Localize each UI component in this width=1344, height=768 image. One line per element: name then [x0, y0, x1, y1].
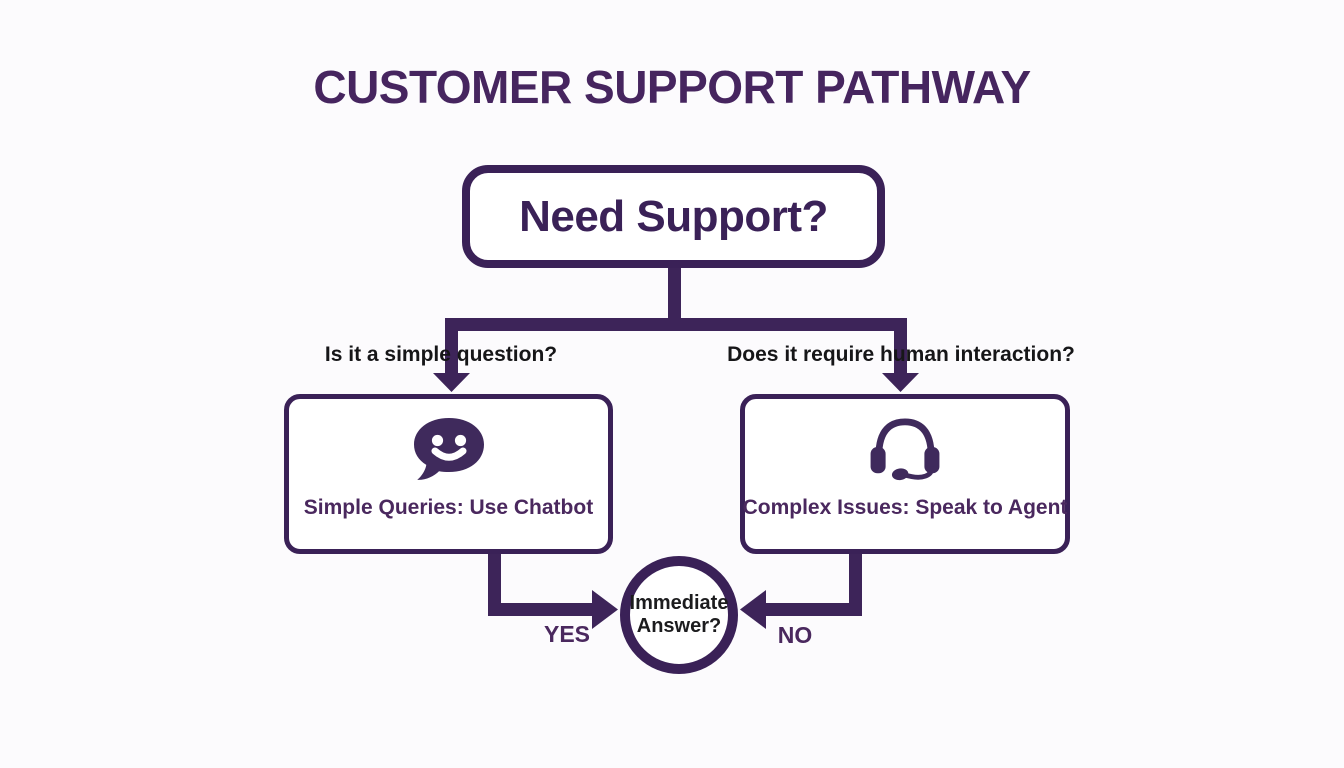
- headset-icon: [866, 415, 944, 483]
- connector-root-stem: [668, 264, 681, 324]
- arrowhead-down-left: [433, 373, 470, 392]
- chat-smiley-icon: [409, 415, 489, 483]
- node-agent: Complex Issues: Speak to Agent: [740, 394, 1070, 554]
- connector-yes-stem: [488, 552, 501, 616]
- arrowhead-right: [592, 590, 618, 629]
- node-chatbot-label: Simple Queries: Use Chatbot: [303, 496, 594, 519]
- edge-label-no: NO: [777, 622, 813, 648]
- node-need-support-label: Need Support?: [519, 191, 828, 241]
- connector-yes-run: [488, 603, 593, 616]
- connector-right-drop: [894, 318, 907, 375]
- page-title: CUSTOMER SUPPORT PATHWAY: [313, 61, 1031, 113]
- connector-t-bar: [445, 318, 907, 331]
- node-immediate-answer-line2: Answer?: [636, 615, 722, 637]
- branch-question-human: Does it require human interaction?: [727, 343, 1075, 366]
- arrowhead-down-right: [882, 373, 919, 392]
- connector-left-drop: [445, 318, 458, 375]
- connector-no-stem: [849, 552, 862, 616]
- connector-no-run: [765, 603, 862, 616]
- node-immediate-answer-line1: Immediate: [629, 591, 729, 614]
- node-agent-label: Complex Issues: Speak to Agent: [742, 496, 1068, 519]
- node-need-support: Need Support?: [462, 165, 885, 268]
- arrowhead-left: [740, 590, 766, 629]
- node-immediate-answer: Immediate Answer?: [620, 556, 738, 674]
- branch-question-simple: Is it a simple question?: [324, 343, 558, 366]
- node-chatbot: Simple Queries: Use Chatbot: [284, 394, 613, 554]
- edge-label-yes: YES: [543, 621, 591, 647]
